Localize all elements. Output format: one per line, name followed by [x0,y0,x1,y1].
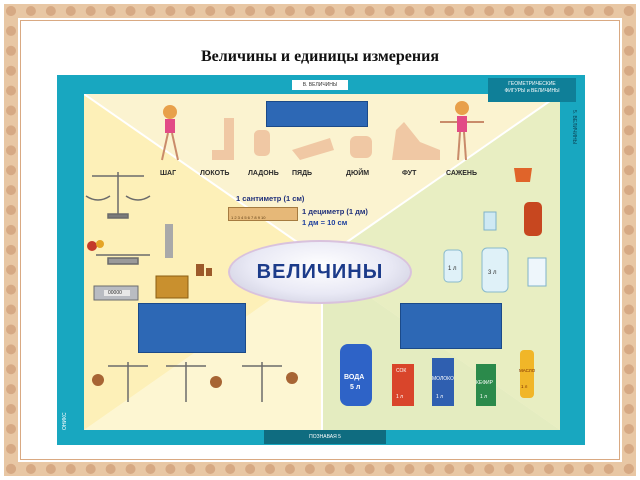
juice-carton-icon [392,364,414,406]
poster-right-header: ГЕОМЕТРИЧЕСКИЕ ФИГУРЫ и ВЕЛИЧИНЫ [488,78,576,102]
jar-1l-icon [443,249,463,283]
oil-bottle-icon [520,350,534,398]
scale-display: 00000 [108,290,122,296]
oil-bottle-volume: 1 л [521,384,528,389]
unit-equation: 1 дм = 10 см [302,218,348,227]
poster-top-label: В. ВЕЛИЧИНЫ [292,80,348,90]
balance-scale-fruit [87,240,150,265]
blue-box-right [400,303,502,349]
unit-decimeter: 1 дециметр (1 дм) [302,207,368,216]
spring-scale-and-bag [155,224,212,299]
measuring-cup-icon [527,257,547,287]
blue-box-top [266,101,368,127]
span-figure [292,138,334,160]
center-oval: ВЕЛИЧИНЫ [228,240,412,304]
measure-step: ШАГ [160,170,177,177]
water-bottle-label-1: ВОДА [344,374,365,381]
poster-side-right: 5. ВЕЛИЧИНЫ [571,110,577,145]
carton-milk-label: МОЛОКО [432,376,454,382]
water-bottle-icon [340,344,372,406]
center-title: ВЕЛИЧИНЫ [256,260,384,283]
water-bottle-label-2: 5 л [350,384,361,391]
arm-elbow-figure [212,118,234,160]
jar-3l-label: 3 л [488,270,497,276]
jar-3l-icon [481,247,509,293]
carton-kefir-volume: 1 л [480,394,488,400]
thumb-figure [350,136,372,158]
cup-icon [514,168,532,182]
carton-milk-volume: 1 л [436,394,444,400]
kefir-carton-icon [476,364,496,406]
kettle-icon [524,202,542,236]
blue-box-left [138,303,246,353]
foot-figure [392,122,440,160]
measure-fathom: САЖЕНЬ [446,170,478,177]
poster-bottom-label: ПОЗНАВАЯ 5 [264,430,386,444]
measure-span: ПЯДЬ [292,170,313,177]
measure-foot: ФУТ [402,170,417,177]
frame-ornament [6,6,634,474]
measure-elbow: ЛОКОТЬ [200,170,230,177]
balance-scale-top [85,172,151,219]
unit-centimeter: 1 сантиметр (1 см) [236,194,305,203]
oil-bottle-label: МАСЛО [519,368,536,373]
carton-juice-volume: 1 л [396,394,404,400]
frame-inner-line [20,20,620,460]
bottom-scales-row [92,362,298,402]
milk-carton-icon [432,358,454,406]
ruler: 1 2 3 4 5 6 7 8 9 10 [228,207,298,221]
carton-kefir-label: КЕФИР [476,380,493,386]
girl-step-figure [161,105,179,161]
ruler-digits: 1 2 3 4 5 6 7 8 9 10 [231,215,266,220]
jar-1l-label: 1 л [448,266,457,272]
digital-scale [93,285,139,301]
palm-figure [254,130,270,156]
glass-icon [483,211,497,231]
right-header-line2: ФИГУРЫ и ВЕЛИЧИНЫ [504,88,560,94]
girl-arms-spread-figure [440,101,484,161]
carton-juice-label: СОК [396,368,407,374]
right-header-line1: ГЕОМЕТРИЧЕСКИЕ [508,81,556,87]
measure-inch: ДЮЙМ [346,170,370,177]
page-title: Величины и единицы измерения [200,48,439,65]
measure-palm: ЛАДОНЬ [248,170,279,177]
